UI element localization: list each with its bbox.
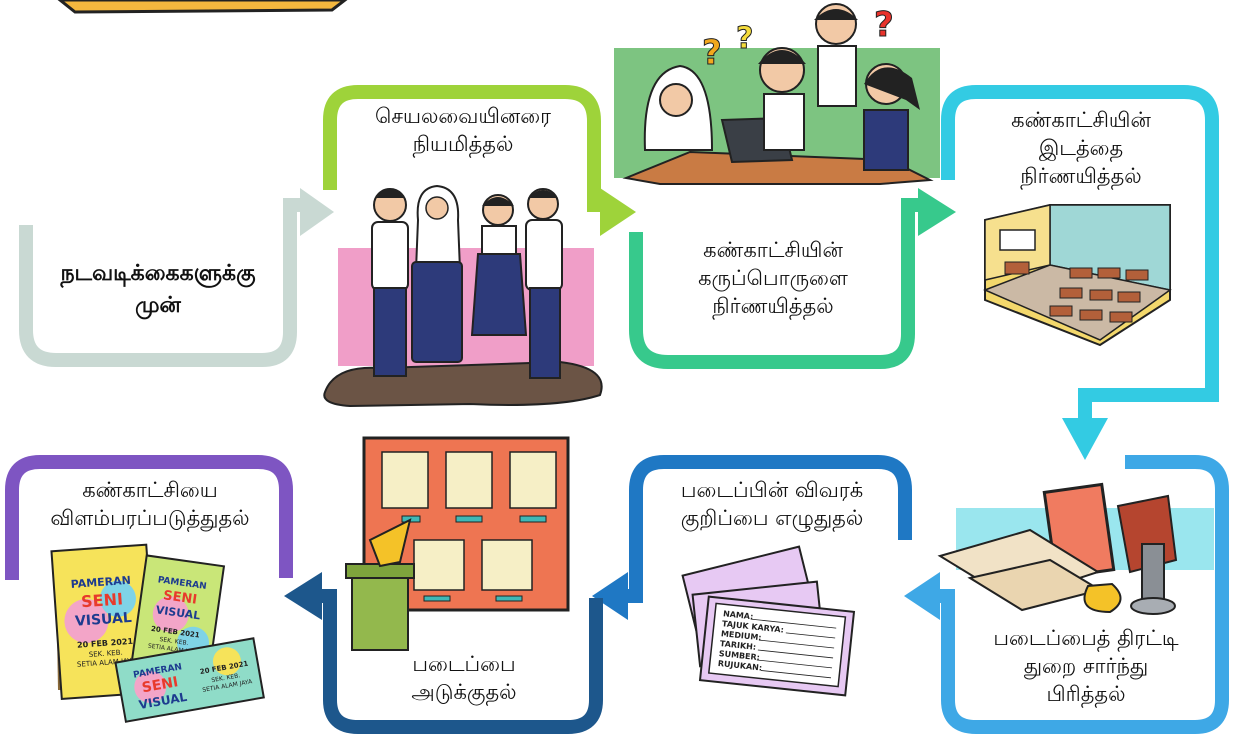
committee-illustration (323, 184, 603, 408)
poster-school-line1: SEK. KEB. (211, 672, 241, 684)
poster-title-line3: VISUAL (74, 610, 132, 630)
step3-arrow (1062, 418, 1108, 460)
display-board-illustration (345, 436, 570, 651)
student-figure (470, 194, 528, 336)
step2-arrow (918, 188, 956, 236)
question-mark-icon: ? (736, 21, 753, 56)
step4-label: படைப்பைத் திரட்டி துறை சார்ந்து பிரித்தல… (993, 626, 1179, 706)
poster-title-line2: SENI (141, 674, 180, 696)
step3-frame (941, 85, 1219, 460)
step4-frame (904, 455, 1229, 734)
poster: PAMERAN SENI VISUAL 20 FEB 2021 SEK. KEB… (114, 637, 265, 723)
card-field-line (785, 632, 836, 639)
start-frame (19, 188, 334, 367)
step4-arrow (904, 572, 940, 620)
poster-date: 20 FEB 2021 (77, 637, 134, 650)
card-field-label: MEDIUM: (721, 629, 762, 642)
poster-school-line1: SEK. KEB. (89, 649, 123, 659)
step1-frame (323, 85, 636, 236)
poster-title-line2: SENI (162, 588, 198, 608)
student-figure (411, 184, 463, 363)
step1-arrow (600, 188, 636, 236)
discussion-illustration: ? ? ? (614, 3, 940, 185)
poster-title-line1: PAMERAN (70, 574, 131, 591)
step7-frame (5, 455, 293, 580)
poster-title-line3: VISUAL (155, 603, 201, 622)
card-field-label: TARIKH: (719, 639, 756, 652)
step5-label: படைப்பின் விவரக் குறிப்பை எழுதுதல் (680, 478, 864, 530)
step3-label: கண்காட்சியின் இடத்தை நிர்ணயித்தல் (1011, 108, 1151, 188)
card-field-line (758, 639, 835, 649)
card-field-line (756, 659, 833, 669)
start-label: நடவடிக்கைகளுக்கு முன் (60, 261, 256, 318)
cropped-image-fragment (57, 0, 348, 14)
step1-label: செயலவையினரை நியமித்தல் (374, 104, 552, 156)
label-cards-illustration: NAMA:TAJUK KARYA:MEDIUM:TARIKH:SUMBER:RU… (681, 545, 856, 697)
trophy-icon (1083, 582, 1122, 614)
classroom-illustration (983, 204, 1172, 347)
card-field-line (750, 618, 837, 629)
artworks-illustration (937, 482, 1214, 615)
poster-school-line1: SEK. KEB. (159, 636, 189, 647)
card-field-label: SUMBER: (718, 649, 760, 662)
step6-label: படைப்பை அடுக்குதல் (411, 652, 517, 704)
step5-arrow (592, 572, 628, 620)
posters-illustration: PAMERAN SENI VISUAL 20 FEB 2021 SEK. KEB… (50, 543, 265, 723)
start-arrow (300, 188, 334, 236)
card-field-line (757, 649, 834, 659)
question-mark-icon: ? (874, 5, 894, 45)
step6-arrow (284, 572, 322, 620)
step5-frame (592, 455, 912, 620)
sculpture-icon (368, 518, 412, 568)
student-figure (371, 188, 409, 377)
poster-title-line2: SENI (81, 589, 124, 611)
question-mark-icon: ? (702, 33, 722, 73)
pedestal-icon (351, 573, 409, 651)
student-figure (525, 188, 563, 379)
card-field-label: NAMA: (723, 609, 754, 621)
step7-label: கண்காட்சியை விளம்பரப்படுத்துதல் (50, 478, 250, 530)
step2-frame (629, 188, 956, 369)
step6-frame (284, 572, 603, 734)
step2-label: கண்காட்சியின் கருப்பொருளை நிர்ணயித்தல் (698, 238, 848, 318)
card-field-line (760, 670, 832, 679)
